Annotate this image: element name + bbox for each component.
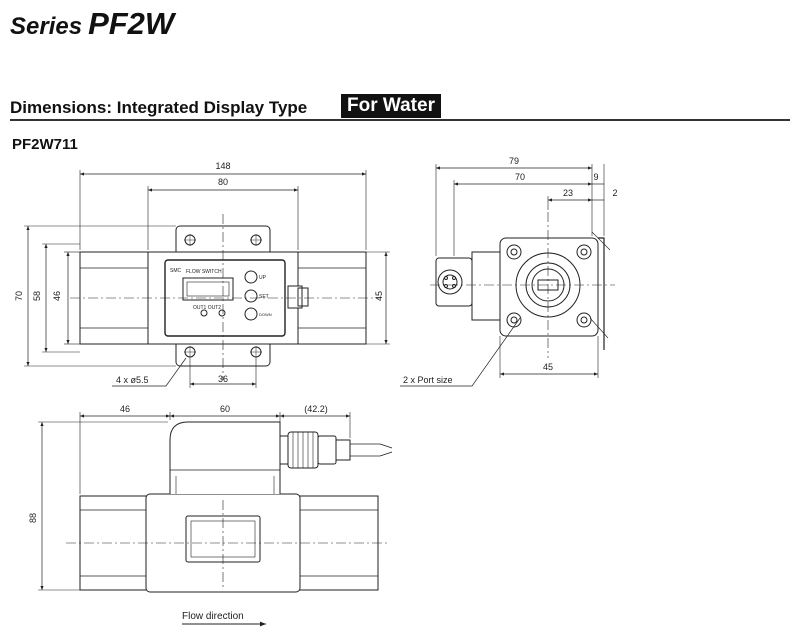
panel-up: UP [259, 275, 267, 281]
dim-46-top: 46 [120, 404, 130, 414]
panel-down: DOWN [259, 312, 272, 317]
side-view-labels: 79 70 23 9 2 45 2 x Port size [403, 156, 618, 385]
series-word: Series [10, 13, 83, 40]
dim-36: 36 [218, 374, 228, 384]
top-display-box [169, 421, 281, 494]
dim-70: 70 [14, 291, 24, 301]
port-callout: 2 x Port size [403, 375, 453, 385]
front-mount-holes [184, 234, 262, 358]
lcd-window [182, 277, 234, 301]
dim-79: 79 [509, 156, 519, 166]
section-rule [10, 119, 790, 121]
led-out2 [218, 309, 226, 317]
dim-60: 60 [220, 404, 230, 414]
dim-45-side: 45 [543, 362, 553, 372]
top-view [38, 412, 393, 627]
section-badge: For Water [341, 94, 441, 118]
panel-outputs: OUT1 OUT2 [193, 305, 221, 311]
side-bracket [598, 237, 605, 350]
front-connector [287, 285, 303, 309]
flow-direction-label: Flow direction [182, 611, 244, 622]
side-flange [499, 237, 599, 337]
panel-set: SET [259, 294, 269, 300]
up-button [244, 270, 258, 284]
front-view-labels: 148 80 70 58 46 45 36 4 x ø5.5 SMC FLOW … [14, 161, 384, 385]
dim-70-side: 70 [515, 172, 525, 182]
set-button [244, 289, 258, 303]
model-label: PF2W711 [12, 136, 78, 153]
dim-58: 58 [32, 291, 42, 301]
dim-80: 80 [218, 177, 228, 187]
dim-45-front: 45 [374, 291, 384, 301]
dim-88: 88 [28, 513, 38, 523]
down-button [244, 307, 258, 321]
side-connector-face [437, 269, 463, 295]
top-connector [279, 431, 393, 469]
side-connector [435, 257, 473, 307]
dim-23: 23 [563, 188, 573, 198]
front-view [24, 170, 390, 388]
led-out1 [200, 309, 208, 317]
hole-callout: 4 x ø5.5 [116, 375, 149, 385]
dim-46: 46 [52, 291, 62, 301]
side-body [471, 251, 501, 321]
section-title: Dimensions: Integrated Display Type [10, 98, 308, 117]
section-header: Dimensions: Integrated Display Type For … [10, 94, 790, 122]
top-view-labels: 46 60 (42.2) 88 Flow direction [28, 404, 328, 622]
dim-148: 148 [215, 161, 230, 171]
side-view [400, 164, 615, 387]
dim-9: 9 [593, 172, 598, 182]
series-model: PF2W [88, 6, 175, 41]
panel-label: FLOW SWITCH [186, 269, 222, 275]
panel-brand: SMC [170, 268, 182, 274]
dim-2: 2 [612, 188, 617, 198]
dim-42-2: (42.2) [304, 404, 328, 414]
